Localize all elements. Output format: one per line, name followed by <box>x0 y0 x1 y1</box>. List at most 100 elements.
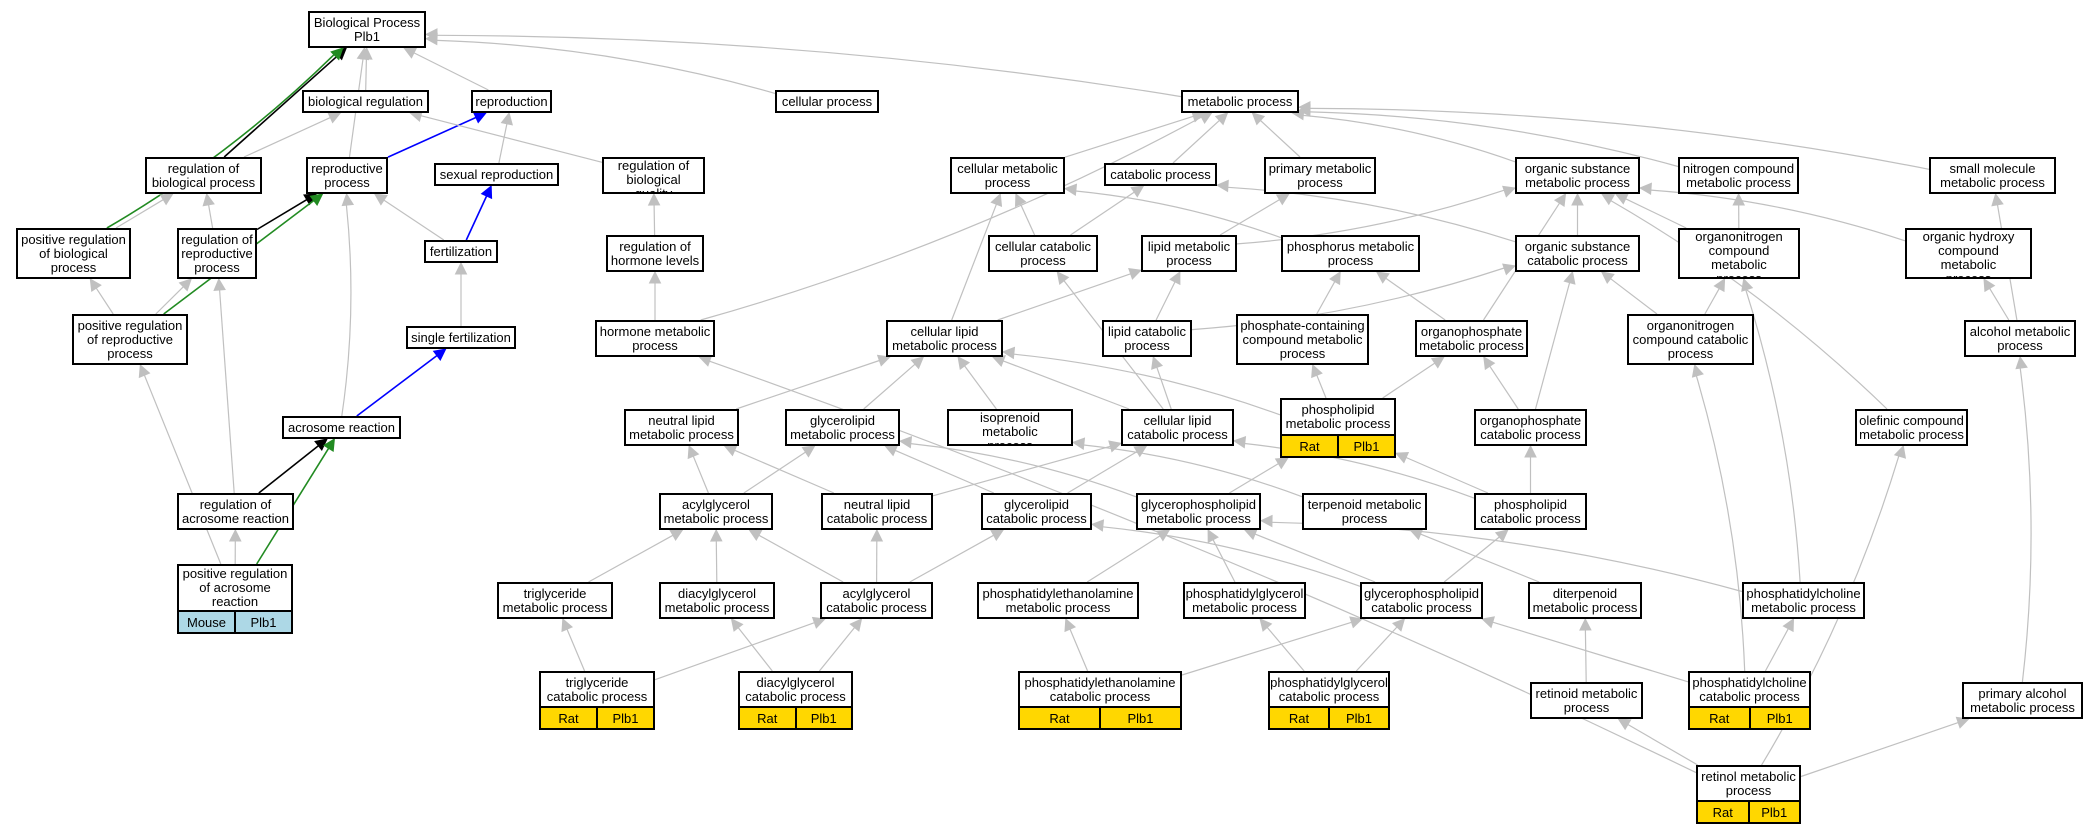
node-label: diterpenoid metabolic process <box>1532 585 1638 615</box>
node-phospholipcat[interactable]: phospholipid catabolic process <box>1474 493 1587 530</box>
edge-orgphosmet-to-phosmet <box>1385 277 1446 321</box>
node-regacro[interactable]: regulation of acrosome reaction <box>177 493 294 530</box>
node-label: reproductive process <box>311 160 383 190</box>
node-cellmet[interactable]: cellular metabolic process <box>950 157 1065 194</box>
node-posregbio[interactable]: positive regulation of biological proces… <box>16 228 131 279</box>
node-sexrep[interactable]: sexual reproduction <box>434 163 559 186</box>
node-phoscont[interactable]: phosphate-containing compound metabolic … <box>1236 314 1369 365</box>
node-glycphoscat[interactable]: glycerophospholipid catabolic process <box>1360 582 1483 619</box>
arrowhead <box>1207 529 1219 544</box>
node-cellcat[interactable]: cellular catabolic process <box>988 235 1098 272</box>
arrowhead <box>1329 271 1341 286</box>
node-trigmet[interactable]: triglyceride metabolic process <box>497 582 613 619</box>
node-label: primary alcohol metabolic process <box>1970 685 2075 715</box>
node-posregacro[interactable]: positive regulation of acrosome reaction… <box>177 564 293 634</box>
node-orgphoscat[interactable]: organophosphate catabolic process <box>1474 409 1587 446</box>
node-reproproc[interactable]: reproductive process <box>306 157 388 194</box>
arrowhead <box>178 278 192 292</box>
node-glyccat[interactable]: glycerolipid catabolic process <box>981 493 1092 530</box>
node-bp[interactable]: Biological Process Plb1 <box>308 11 426 48</box>
node-retinoid[interactable]: retinoid metabolic process <box>1530 682 1643 719</box>
node-lipcat[interactable]: lipid catabolic process <box>1102 320 1192 357</box>
node-label: biological regulation <box>308 93 423 109</box>
arrowhead <box>1691 363 1704 378</box>
edge-diacylmet-to-acylglycmet <box>715 540 718 583</box>
node-singlefert[interactable]: single fertilization <box>406 326 516 349</box>
arrowhead <box>748 529 763 542</box>
node-label: phospholipid metabolic process <box>1285 402 1391 431</box>
node-orgsubcat[interactable]: organic substance catabolic process <box>1515 235 1640 272</box>
edge-posregrepro-to-posregbio <box>95 287 114 315</box>
edge-pccat-to-glycphoscat <box>1492 621 1689 683</box>
node-primalc[interactable]: primary alcohol metabolic process <box>1962 682 2083 719</box>
node-acrosome[interactable]: acrosome reaction <box>282 416 401 439</box>
node-glycmet[interactable]: glycerolipid metabolic process <box>785 409 900 446</box>
edge-organonitrocat-to-organonitro <box>1704 288 1720 315</box>
arrowhead <box>1064 617 1077 633</box>
node-pgmet[interactable]: phosphatidylglycerol metabolic process <box>1183 582 1306 619</box>
node-regbio[interactable]: regulation of biological process <box>145 157 262 194</box>
node-diterp[interactable]: diterpenoid metabolic process <box>1528 582 1642 619</box>
node-pcmet[interactable]: phosphatidylcholine metabolic process <box>1742 582 1865 619</box>
node-orghydroxy[interactable]: organic hydroxy compound metabolic proce… <box>1905 228 2032 279</box>
node-neutlipcat[interactable]: neutral lipid catabolic process <box>821 493 933 530</box>
node-organonitrocat[interactable]: organonitrogen compound catabolic proces… <box>1627 314 1754 365</box>
edge-neutlipcat-to-celllipcat <box>932 445 1111 497</box>
node-orgsubmet[interactable]: organic substance metabolic process <box>1515 157 1640 194</box>
node-phosmet[interactable]: phosphorus metabolic process <box>1281 235 1420 272</box>
node-label: acrosome reaction <box>288 419 395 435</box>
node-neutlipmet[interactable]: neutral lipid metabolic process <box>624 409 739 446</box>
node-label: glycerolipid catabolic process <box>986 496 1087 526</box>
node-olefinic[interactable]: olefinic compound metabolic process <box>1855 409 1968 446</box>
node-organonitro[interactable]: organonitrogen compound metabolic proces… <box>1678 228 1800 279</box>
node-repro[interactable]: reproduction <box>471 90 552 113</box>
species-badge: Rat <box>1690 708 1749 728</box>
node-primmet[interactable]: primary metabolic process <box>1264 157 1376 194</box>
node-regbioqual[interactable]: regulation of biological quality <box>602 157 705 194</box>
edge-acylglycmet-to-neutlipmet <box>692 455 709 494</box>
node-bioreg[interactable]: biological regulation <box>302 90 429 113</box>
node-orgphosmet[interactable]: organophosphate metabolic process <box>1415 320 1528 357</box>
edge-lipmet-to-primmet <box>1219 199 1280 236</box>
arrowhead <box>1232 435 1247 449</box>
edge-phospholipmet-to-celllipmet <box>1013 353 1281 416</box>
node-posregrepro[interactable]: positive regulation of reproductive proc… <box>72 314 188 365</box>
node-glycphosmet[interactable]: glycerophospholipid metabolic process <box>1136 493 1261 530</box>
arrowhead <box>1579 617 1592 631</box>
node-label: organic substance catabolic process <box>1524 238 1631 268</box>
node-cellproc[interactable]: cellular process <box>775 90 879 113</box>
node-diacylmet[interactable]: diacylglycerol metabolic process <box>659 582 775 619</box>
node-lipmet[interactable]: lipid metabolic process <box>1141 235 1237 272</box>
edge-pecat-to-glycphoscat <box>1181 621 1352 676</box>
node-reghorm[interactable]: regulation of hormone levels <box>606 235 704 272</box>
arrowhead <box>1151 355 1164 370</box>
node-label: regulation of reproductive process <box>181 231 253 275</box>
edge-lipmet-to-orgsubmet <box>1236 189 1505 245</box>
node-fert[interactable]: fertilization <box>424 240 498 263</box>
arrowhead <box>1601 193 1616 206</box>
node-pemet[interactable]: phosphatidylethanolamine metabolic proce… <box>977 582 1139 619</box>
node-hormmet[interactable]: hormone metabolic process <box>595 320 715 357</box>
node-acylglycmet[interactable]: acylglycerol metabolic process <box>659 493 773 530</box>
edge-organonitro-to-orgsubmet <box>1625 198 1687 229</box>
node-metab[interactable]: metabolic process <box>1181 90 1299 113</box>
arrowhead <box>403 47 418 59</box>
edge-phoscont-to-phosmet <box>1316 281 1336 315</box>
node-nitro[interactable]: nitrogen compound metabolic process <box>1678 157 1799 194</box>
node-pecat[interactable]: phosphatidylethanolamine catabolic proce… <box>1018 671 1182 730</box>
node-regrepro[interactable]: regulation of reproductive process <box>177 228 257 279</box>
node-celllipcat[interactable]: cellular lipid catabolic process <box>1121 409 1234 446</box>
node-smallmol[interactable]: small molecule metabolic process <box>1929 157 2056 194</box>
node-isopren[interactable]: isoprenoid metabolic process <box>947 409 1073 446</box>
node-alcmet[interactable]: alcohol metabolic process <box>1964 320 2076 357</box>
node-acylglyccat[interactable]: acylglycerol catabolic process <box>820 582 933 619</box>
node-celllipmet[interactable]: cellular lipid metabolic process <box>886 320 1003 357</box>
node-catab[interactable]: catabolic process <box>1104 163 1217 186</box>
node-terpen[interactable]: terpenoid metabolic process <box>1302 493 1427 530</box>
